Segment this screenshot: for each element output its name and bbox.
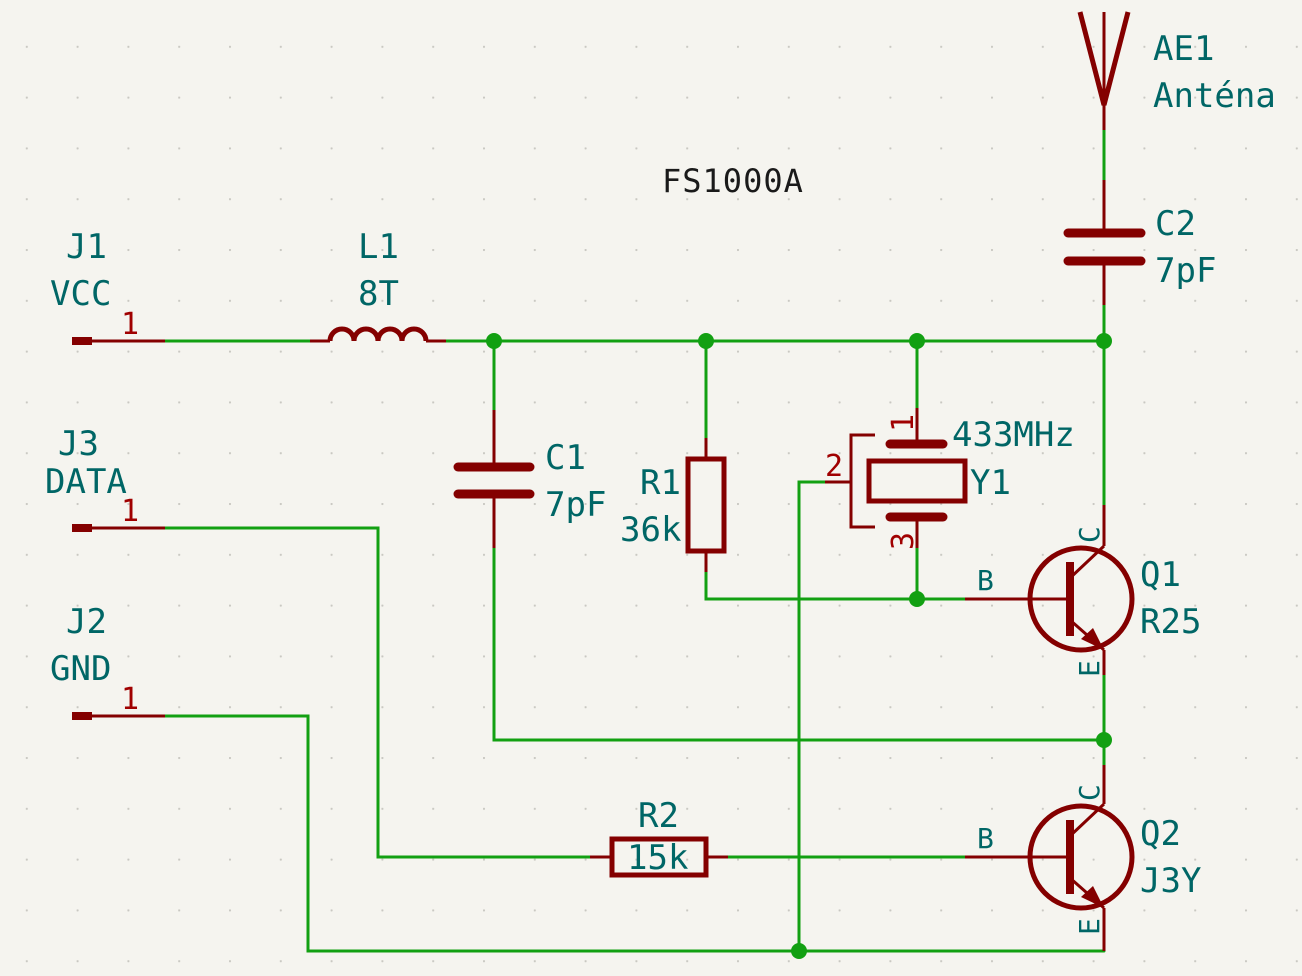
wire-gnd-bus[interactable] (163, 714, 1106, 953)
schematic-title: FS1000A (662, 162, 804, 200)
transistor-emitter-arrow (1081, 886, 1104, 908)
transistor-collector-line (1068, 544, 1106, 580)
resistor-r1[interactable]: R1 36k (620, 438, 727, 572)
resistor-value: 15k (627, 838, 688, 878)
transistor-value: R25 (1140, 602, 1201, 642)
resonator-value: 433MHz (952, 415, 1075, 455)
capacitor-value: 7pF (545, 485, 606, 525)
junction-dot (486, 333, 502, 349)
transistor-q2[interactable]: B C E Q2 J3Y (965, 765, 1201, 951)
connector-pad (72, 524, 92, 532)
inductor-coil (327, 326, 429, 342)
junction-dot (909, 591, 925, 607)
connector-pad (72, 337, 92, 345)
connector-pad (72, 712, 92, 720)
wire-data-to-r2[interactable] (163, 526, 592, 859)
connector-value: GND (50, 649, 111, 689)
junction-dot (1096, 333, 1112, 349)
connector-value: VCC (50, 274, 111, 314)
transistor-ref: Q2 (1140, 814, 1181, 854)
junction-dot (791, 943, 807, 959)
connector-ref: J3 (58, 424, 99, 464)
resistor-value: 36k (620, 510, 681, 550)
junction-dot (698, 333, 714, 349)
resonator-body (866, 458, 968, 504)
resonator-pin-number: 3 (886, 532, 921, 550)
connector-j2[interactable]: 1 J2 GND (50, 602, 165, 720)
capacitor-ref: C1 (545, 438, 586, 478)
wire-r1-to-base[interactable] (704, 570, 967, 601)
junctions (486, 333, 1112, 959)
transistor-pin-e: E (1073, 660, 1106, 677)
resonator-y1[interactable]: 1 2 3 433MHz Y1 (825, 408, 1075, 550)
connector-j1[interactable]: 1 J1 VCC (50, 227, 165, 345)
wires (163, 128, 1106, 953)
transistor-pin-b: B (977, 822, 994, 855)
resistor-ref: R1 (640, 463, 681, 503)
transistor-pin-b: B (977, 564, 994, 597)
resistor-body (609, 836, 709, 878)
inductor-l1[interactable]: L1 8T (310, 227, 446, 343)
antenna-ae1[interactable]: AE1 Anténa (1077, 11, 1276, 130)
connector-ref: J2 (66, 602, 107, 642)
capacitor-ref: C2 (1155, 204, 1196, 244)
transistor-q1[interactable]: B C E Q1 R25 (965, 505, 1201, 677)
resonator-pin-number: 1 (886, 414, 921, 432)
connector-pin-number: 1 (121, 307, 139, 342)
wire-c1-to-q-node[interactable] (492, 546, 1106, 742)
resonator-ref: Y1 (970, 463, 1011, 503)
antenna-value: Anténa (1153, 76, 1276, 116)
connector-pin-number: 1 (121, 494, 139, 529)
capacitor-c1[interactable]: C1 7pF (453, 410, 606, 548)
connector-j3[interactable]: 1 J3 DATA (45, 424, 165, 532)
capacitor-c2[interactable]: C2 7pF (1063, 180, 1216, 305)
junction-dot (909, 333, 925, 349)
antenna-ref: AE1 (1153, 29, 1214, 69)
resistor-body (685, 456, 727, 554)
capacitor-value: 7pF (1155, 251, 1216, 291)
transistor-collector-line (1068, 802, 1106, 838)
transistor-pin-c: C (1073, 784, 1106, 801)
transistor-emitter-arrow (1081, 628, 1104, 650)
inductor-value: 8T (358, 274, 399, 314)
inductor-ref: L1 (358, 227, 399, 267)
transistor-pin-e: E (1073, 918, 1106, 935)
resonator-pin-number: 2 (825, 449, 843, 484)
transistor-ref: Q1 (1140, 555, 1181, 595)
resistor-r2[interactable]: R2 15k (590, 796, 728, 878)
connector-ref: J1 (66, 227, 107, 267)
connector-pin-number: 1 (121, 682, 139, 717)
transistor-value: J3Y (1140, 861, 1201, 901)
resistor-ref: R2 (638, 796, 679, 836)
wire-y1-case-to-gnd[interactable] (797, 480, 827, 953)
antenna-element (1077, 11, 1131, 106)
junction-dot (1096, 732, 1112, 748)
connector-value: DATA (45, 462, 127, 502)
transistor-pin-c: C (1073, 526, 1106, 543)
